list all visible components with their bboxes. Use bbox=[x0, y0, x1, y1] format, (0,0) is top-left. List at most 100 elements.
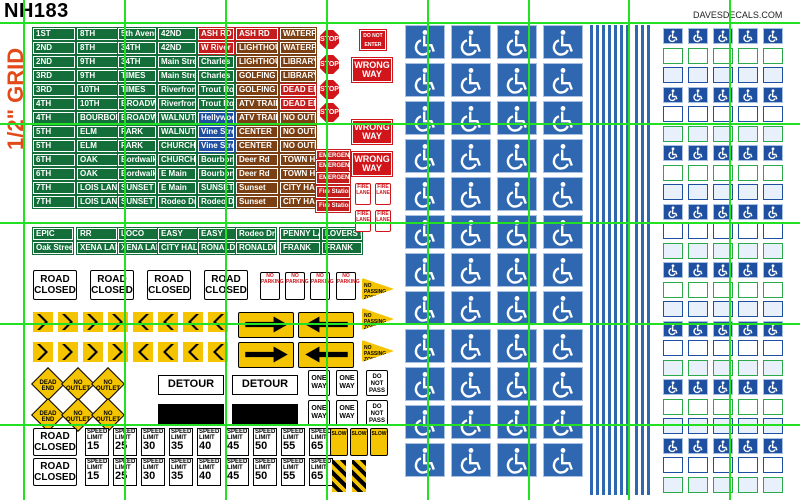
street-sign: LOIS LANE bbox=[76, 195, 120, 209]
chevron-sign bbox=[58, 342, 78, 362]
street-sign: 5th Avenue bbox=[117, 27, 157, 41]
grid-line-horizontal bbox=[0, 22, 800, 24]
grid-line-vertical bbox=[729, 0, 731, 500]
handicap-notice-sign bbox=[663, 457, 683, 473]
chevron-sign bbox=[108, 312, 128, 332]
hazard-marker bbox=[352, 460, 366, 492]
handicap-notice-sign bbox=[688, 106, 708, 122]
street-sign: Riverfront bbox=[157, 83, 197, 97]
speed-limit-label: SPEED LIMIT bbox=[87, 459, 108, 471]
speed-limit-label: SPEED LIMIT bbox=[255, 429, 276, 441]
handicap-small-icon bbox=[738, 203, 758, 220]
handicap-notice-sign bbox=[763, 67, 783, 83]
sheet-code: NH183 bbox=[4, 0, 69, 22]
grid-line-horizontal bbox=[0, 323, 800, 325]
handicap-small-icon bbox=[688, 437, 708, 454]
detour-sign: DETOUR bbox=[232, 404, 298, 424]
handicap-symbol-icon bbox=[451, 25, 491, 59]
speed-limit-label: SPEED LIMIT bbox=[255, 459, 276, 471]
stripe-marker bbox=[608, 25, 611, 495]
speed-limit-label: SPEED LIMIT bbox=[87, 429, 108, 441]
handicap-small-icon bbox=[688, 28, 708, 44]
handicap-symbol-icon bbox=[451, 139, 491, 173]
handicap-small-icon bbox=[713, 262, 733, 278]
handicap-notice-sign bbox=[738, 125, 758, 142]
handicap-symbol-icon bbox=[497, 25, 537, 59]
handicap-small-icon bbox=[763, 86, 783, 103]
street-sign: 7TH bbox=[32, 195, 76, 209]
emergency-sign: EMERGENCY bbox=[315, 159, 351, 173]
handicap-notice-sign bbox=[763, 184, 783, 200]
street-sign: CHURCH bbox=[157, 139, 197, 153]
street-sign: Bordwalk bbox=[117, 153, 157, 167]
hazard-marker bbox=[332, 460, 346, 492]
stop-sign: STOP bbox=[320, 103, 339, 122]
street-sign: Bordwalk bbox=[117, 167, 157, 181]
grid-line-horizontal bbox=[0, 123, 800, 125]
street-sign: RONALDLANE bbox=[197, 241, 239, 255]
slow-sign: SLOW bbox=[350, 428, 368, 456]
warning-diamond-text: NO OUTLET bbox=[66, 380, 90, 392]
handicap-symbol-icon bbox=[543, 367, 583, 401]
handicap-symbol-icon bbox=[497, 329, 537, 363]
handicap-notice-sign bbox=[713, 398, 733, 415]
fire-station-sign: Fire Station bbox=[315, 199, 351, 213]
street-sign: Main Street bbox=[157, 69, 197, 83]
handicap-notice-sign bbox=[663, 281, 683, 298]
handicap-notice-sign bbox=[763, 398, 783, 415]
grid-label: 1/2" GRID bbox=[3, 47, 28, 150]
street-sign: TIMES bbox=[117, 69, 157, 83]
street-sign: SUNSET bbox=[117, 195, 157, 209]
speed-limit-value: 15 bbox=[87, 440, 100, 452]
handicap-small-icon bbox=[663, 379, 683, 395]
street-sign: DEAD END bbox=[279, 83, 317, 97]
speed-limit-value: 15 bbox=[87, 470, 100, 482]
street-sign: SUNSET bbox=[197, 181, 235, 195]
speed-limit-value: 40 bbox=[199, 470, 212, 482]
handicap-small-icon bbox=[738, 437, 758, 454]
street-sign: CENTER bbox=[235, 125, 279, 139]
handicap-notice-sign bbox=[738, 242, 758, 259]
handicap-notice-sign bbox=[763, 106, 783, 122]
handicap-notice-sign bbox=[663, 359, 683, 376]
street-sign: 10TH bbox=[76, 97, 120, 111]
speed-limit-label: SPEED LIMIT bbox=[227, 429, 248, 441]
speed-limit-label: SPEED LIMIT bbox=[311, 459, 332, 471]
handicap-symbol-icon bbox=[543, 177, 583, 211]
handicap-notice-sign bbox=[738, 47, 758, 64]
one-way-sign: ONE WAY bbox=[308, 370, 330, 396]
speed-limit-value: 45 bbox=[227, 440, 240, 452]
handicap-symbol-icon bbox=[451, 405, 491, 439]
speed-limit-label: SPEED LIMIT bbox=[311, 429, 332, 441]
street-sign: 2ND bbox=[32, 41, 76, 55]
handicap-notice-sign bbox=[738, 67, 758, 83]
street-sign: CITY HALL bbox=[279, 195, 317, 209]
handicap-notice-sign bbox=[763, 164, 783, 181]
street-sign: 6TH bbox=[32, 167, 76, 181]
speed-limit-value: 50 bbox=[255, 440, 268, 452]
handicap-symbol-icon bbox=[405, 25, 445, 59]
handicap-notice-sign bbox=[663, 398, 683, 415]
handicap-symbol-icon bbox=[405, 63, 445, 97]
handicap-symbol-icon bbox=[497, 253, 537, 287]
handicap-small-icon bbox=[738, 262, 758, 278]
street-sign: 34TH bbox=[117, 41, 157, 55]
chevron-sign bbox=[33, 342, 53, 362]
street-sign: Trout Road bbox=[197, 97, 235, 111]
street-sign: CHURCH bbox=[157, 153, 197, 167]
stripe-marker bbox=[635, 25, 638, 495]
chevron-sign bbox=[208, 312, 228, 332]
no-passing-zone-sign: NO PASSING ZONE bbox=[362, 308, 394, 330]
handicap-notice-sign bbox=[688, 223, 708, 239]
chevron-sign bbox=[183, 342, 203, 362]
speed-limit-value: 30 bbox=[143, 470, 156, 482]
one-way-sign: ONE WAY bbox=[336, 370, 358, 396]
street-sign: EASY bbox=[197, 227, 239, 241]
handicap-notice-sign bbox=[688, 418, 708, 434]
handicap-symbol-icon bbox=[451, 101, 491, 135]
grid-line-horizontal bbox=[0, 222, 800, 224]
